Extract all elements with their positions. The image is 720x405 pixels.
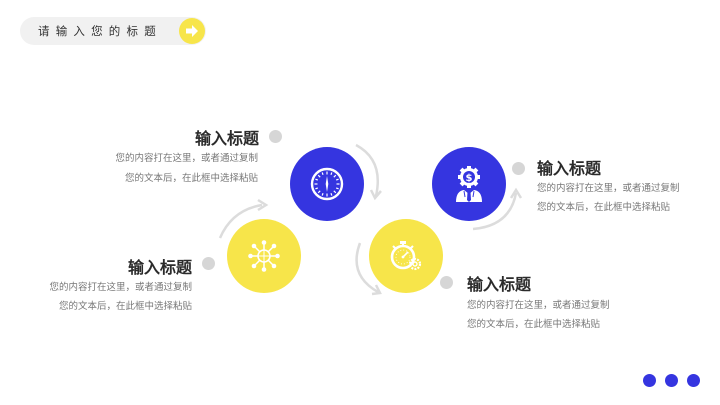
step-2-dot	[269, 130, 282, 143]
title-pill: 请输入您的标题	[20, 17, 206, 45]
step-2-desc-line1: 您的内容打在这里，或者通过复制	[115, 153, 258, 164]
svg-text:$: $	[466, 173, 473, 184]
pagination-dot-2[interactable]	[665, 374, 678, 387]
step-4-desc-line2: 您的文本后，在此框中选择粘贴	[537, 202, 671, 213]
clock-icon	[310, 167, 344, 201]
step-3-circle	[369, 219, 443, 293]
step-1-circle	[227, 219, 301, 293]
step-1-title: 输入标题	[127, 258, 192, 277]
step-2-circle	[290, 147, 364, 221]
step-4-dot	[512, 162, 525, 175]
step-4-circle: $	[432, 147, 506, 221]
arrow-right-icon[interactable]	[179, 18, 205, 44]
pagination-dot-3[interactable]	[687, 374, 700, 387]
step-3-desc-line2: 您的文本后，在此框中选择粘贴	[467, 319, 601, 330]
step-2-title: 输入标题	[194, 129, 259, 148]
step-3-title: 输入标题	[467, 275, 532, 294]
businessman-dollar-gear-icon: $	[456, 166, 482, 202]
pagination-dot-1[interactable]	[643, 374, 656, 387]
step-4-desc-line1: 您的内容打在这里，或者通过复制	[537, 183, 680, 194]
step-3-desc-line1: 您的内容打在这里，或者通过复制	[467, 300, 610, 311]
step-1-desc-line1: 您的内容打在这里，或者通过复制	[49, 282, 192, 293]
stopwatch-gear-icon	[390, 241, 422, 271]
page-title: 请输入您的标题	[38, 24, 162, 38]
step-1-dot	[202, 257, 215, 270]
step-4-title: 输入标题	[537, 159, 602, 178]
step-2-desc-line2: 您的文本后，在此框中选择粘贴	[124, 173, 258, 184]
step-1-desc-line2: 您的文本后，在此框中选择粘贴	[58, 301, 192, 312]
step-3-dot	[440, 276, 453, 289]
network-globe-icon	[248, 240, 280, 272]
